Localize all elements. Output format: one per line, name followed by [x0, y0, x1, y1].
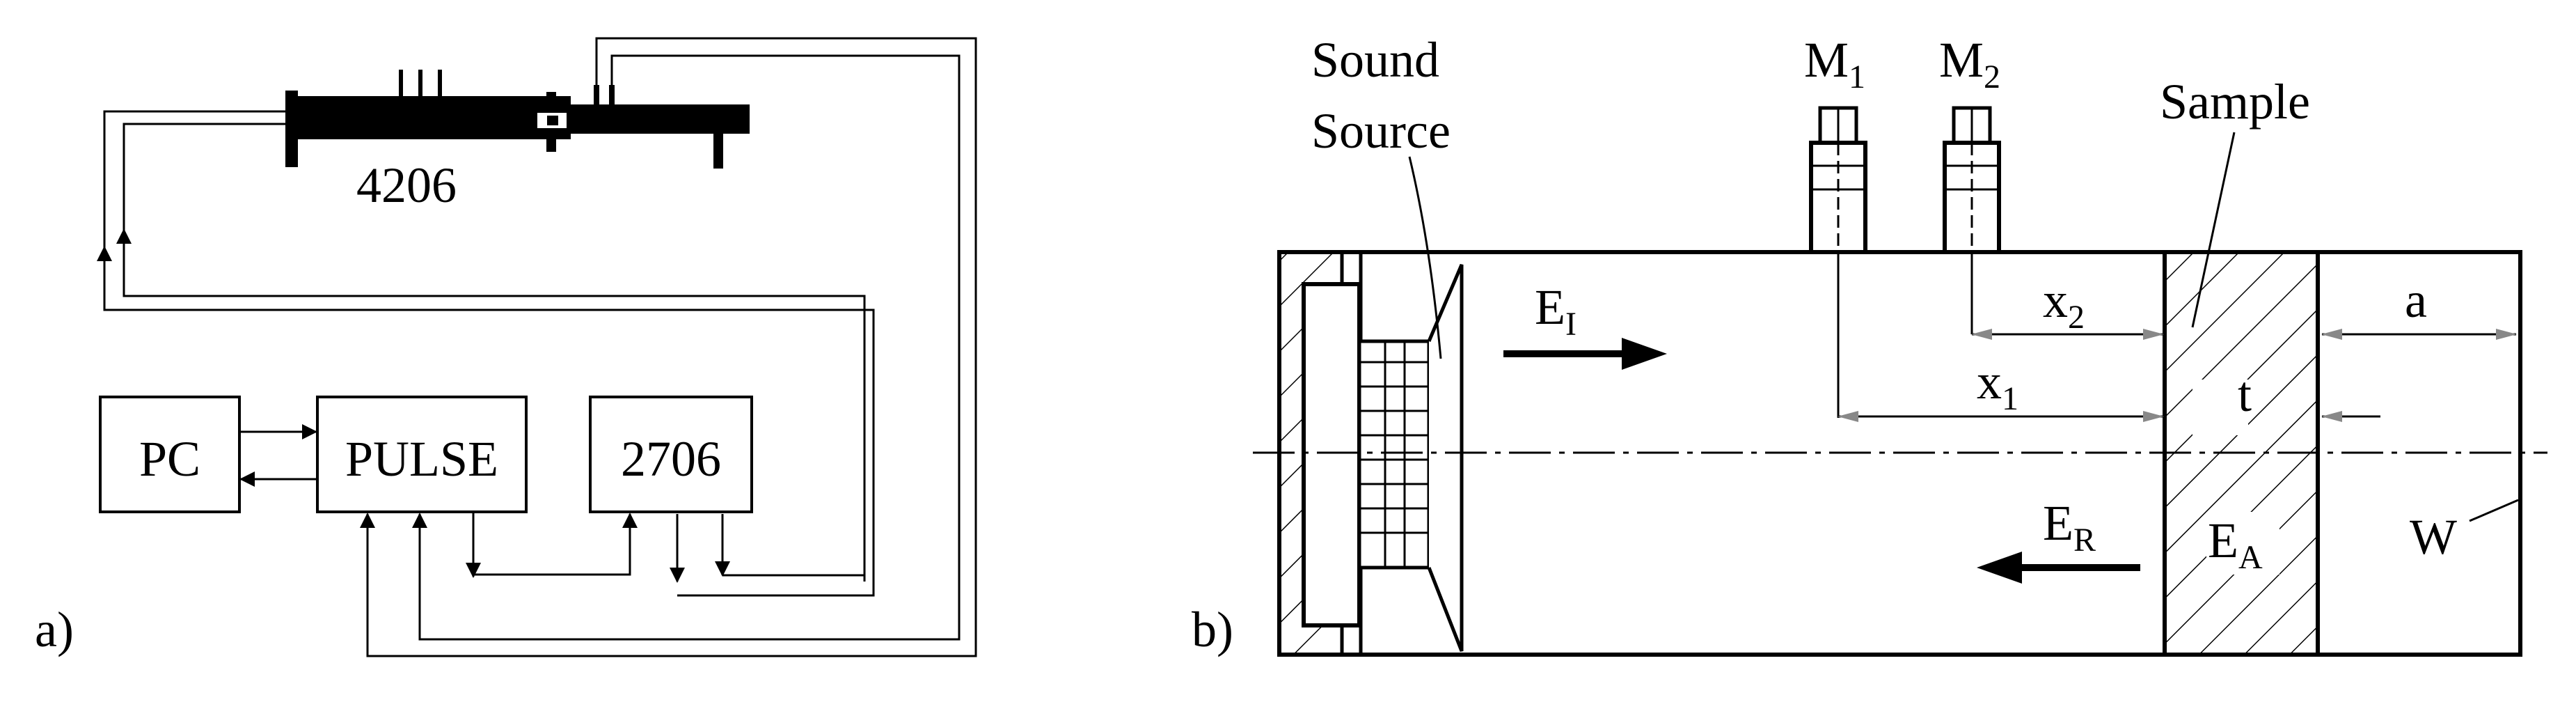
- reflected-label: ER: [2043, 495, 2096, 559]
- reflected-arrow: [1977, 552, 2140, 584]
- absorbed-label-sub: A: [2238, 539, 2263, 576]
- panel-label-a: a): [35, 602, 74, 657]
- wall-leader: [2469, 499, 2519, 522]
- pc-pulse-arrows: [239, 424, 317, 487]
- pc-box: PC: [99, 396, 241, 513]
- panel-a: 4206 PC PULSE 2706: [35, 37, 977, 657]
- mic1-label: M1: [1804, 32, 1865, 95]
- sound-source-label-line2: Source: [1311, 103, 1451, 159]
- mic2-label-base: M: [1939, 32, 1984, 88]
- reflected-label-base: E: [2043, 495, 2073, 551]
- reflected-label-sub: R: [2073, 522, 2096, 559]
- amplifier-label-2706: 2706: [621, 431, 721, 487]
- wall-label: W: [2410, 509, 2457, 565]
- incident-arrow: [1503, 338, 1667, 370]
- dimension-x2: [1970, 252, 2164, 340]
- gap-label: a: [2405, 272, 2427, 328]
- absorbed-label: EA: [2208, 513, 2263, 576]
- dimension-x1: [1837, 252, 2164, 422]
- pulse-box: PULSE: [316, 396, 528, 513]
- outer-loop-lines: [360, 37, 977, 657]
- mic2-label: M2: [1939, 32, 2000, 95]
- speaker: [1302, 264, 1464, 652]
- panel-label-b: b): [1192, 602, 1233, 657]
- panel-b: Sound Source M1 M2: [1192, 32, 2547, 657]
- tube-signal-lines: [97, 110, 875, 597]
- device-label-4206: 4206: [356, 157, 457, 213]
- sample-leader: [2191, 132, 2236, 328]
- mic2-label-sub: 2: [1984, 58, 2000, 95]
- sound-source-leader: [1408, 156, 1442, 359]
- mic1-label-base: M: [1804, 32, 1849, 88]
- x2-label-base: x: [2043, 272, 2068, 328]
- thickness-label: t: [2238, 366, 2252, 422]
- microphone-m1: [1809, 106, 1867, 254]
- pulse-label: PULSE: [345, 431, 498, 487]
- x1-label-sub: 1: [2002, 380, 2018, 417]
- microphone-m2: [1943, 106, 2001, 254]
- pc-label: PC: [139, 431, 200, 487]
- amplifier-box-2706: 2706: [589, 396, 753, 513]
- sound-source-label-line1: Sound: [1311, 32, 1439, 88]
- x1-label-base: x: [1977, 354, 2002, 410]
- absorbed-label-base: E: [2208, 513, 2238, 568]
- mic1-label-sub: 1: [1849, 58, 1865, 95]
- incident-label-base: E: [1535, 279, 1565, 335]
- incident-label-sub: I: [1565, 306, 1577, 343]
- impedance-tube-4206: [285, 70, 750, 169]
- x2-label: x2: [2043, 272, 2085, 336]
- sample-label: Sample: [2160, 74, 2310, 130]
- x2-label-sub: 2: [2068, 299, 2085, 336]
- x1-label: x1: [1977, 354, 2018, 417]
- incident-label: EI: [1535, 279, 1577, 343]
